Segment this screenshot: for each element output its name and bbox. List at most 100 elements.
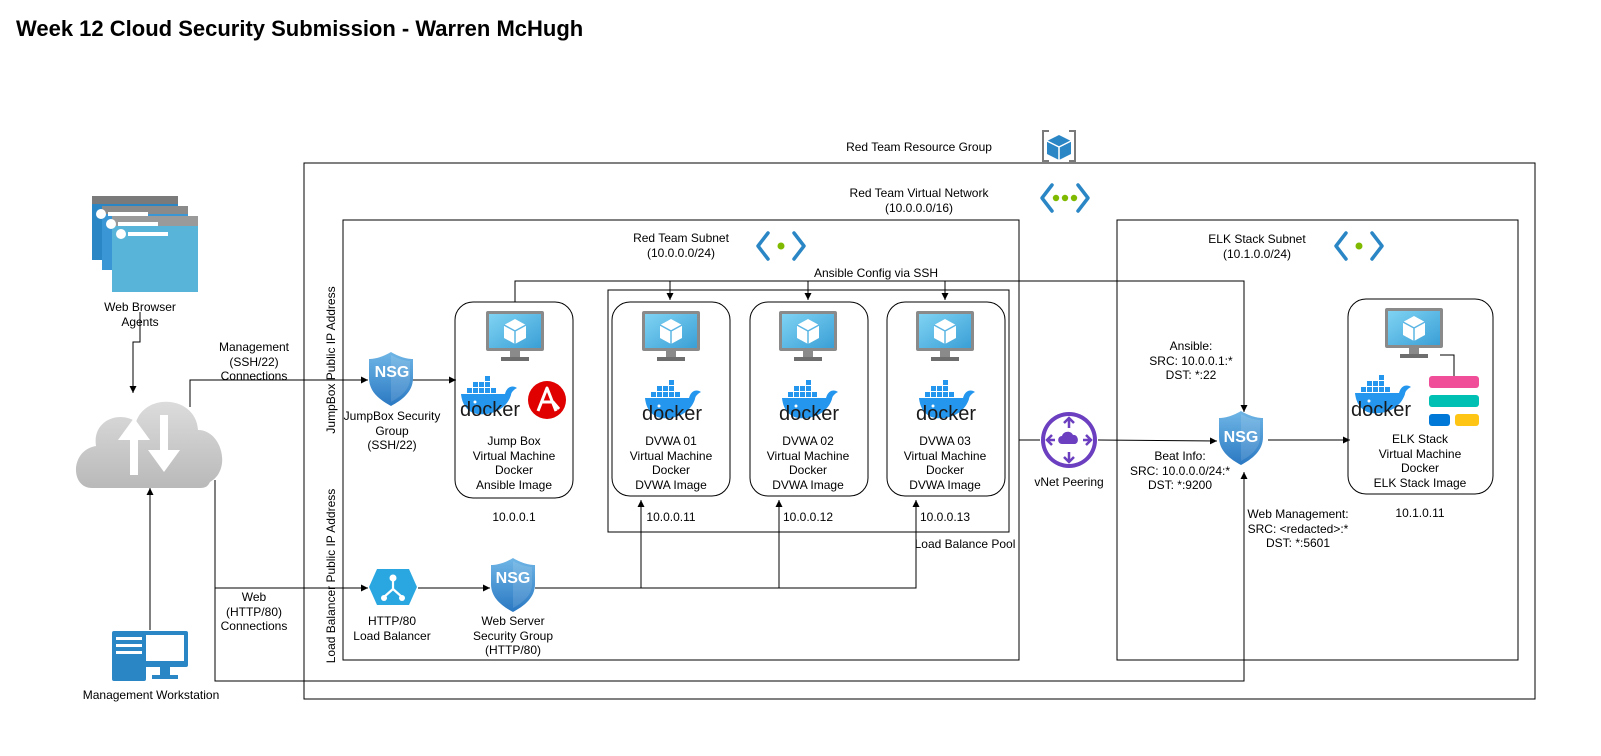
- virtual-network-boundary: [303, 162, 1536, 700]
- load-balance-pool-label: Load Balance Pool: [914, 537, 1016, 551]
- browser-agents-line2: Agents: [121, 314, 159, 329]
- load-balancer-icon[interactable]: [369, 569, 417, 605]
- internet-cloud-icon: [75, 401, 223, 488]
- dvwa3-line4: DVWA Image: [909, 477, 981, 492]
- beat-rule-line2: SRC: 10.0.0.0/24:*: [1129, 463, 1231, 478]
- web-nsg-badge: NSG: [495, 570, 531, 587]
- webmgmt-rule-line2: SRC: <redacted>:*: [1247, 521, 1349, 536]
- dvwa1-line4: DVWA Image: [635, 477, 707, 492]
- resource-group-label: Red Team Resource Group: [846, 140, 992, 154]
- management-connection-label: Management (SSH/22) Connections: [219, 340, 289, 384]
- workstation-label: Management Workstation: [82, 688, 220, 702]
- elk-subnet-icon: [1334, 231, 1384, 261]
- red-subnet-cidr: (10.0.0.0/24): [646, 245, 716, 260]
- dvwa2-line3: Docker: [788, 463, 827, 477]
- browser-agents-label: Web Browser Agents: [104, 300, 176, 329]
- browser-agents-line1: Web Browser: [104, 300, 176, 314]
- ansible-rule-label: Ansible: SRC: 10.0.0.1:* DST: *:22: [1149, 339, 1232, 383]
- dvwa1-vm-label: DVWA 01 Virtual Machine Docker DVWA Imag…: [630, 434, 713, 492]
- page-title: Week 12 Cloud Security Submission - Warr…: [16, 16, 584, 41]
- jumpbox-vm-label: Jump Box Virtual Machine Docker Ansible …: [473, 434, 556, 492]
- ansible-config-label: Ansible Config via SSH: [813, 266, 939, 280]
- management-line1: Management: [218, 340, 290, 354]
- webmgmt-rule-line1: Web Management:: [1247, 507, 1349, 521]
- elk-vm-label: ELK Stack Virtual Machine Docker ELK Sta…: [1374, 432, 1467, 490]
- elk-subnet-cidr: (10.1.0.0/24): [1222, 246, 1292, 261]
- web-conn-line3: Connections: [220, 619, 288, 633]
- load-balancer-label: HTTP/80 Load Balancer: [353, 614, 430, 643]
- jumpbox-nsg-label: JumpBox Security Group (SSH/22): [344, 409, 441, 453]
- web-connection-label: Web (HTTP/80) Connections: [221, 590, 288, 634]
- workstation-icon: [112, 631, 188, 681]
- load-balancer-line1: HTTP/80: [367, 614, 417, 628]
- red-subnet-name: Red Team Subnet: [633, 231, 729, 245]
- dvwa1-line2: Virtual Machine: [629, 448, 713, 463]
- dvwa3-line2: Virtual Machine: [903, 448, 987, 463]
- beat-rule-line3: DST: *:9200: [1147, 478, 1213, 492]
- virtual-network-name: Red Team Virtual Network: [849, 186, 989, 200]
- dvwa3-line1: DVWA 03: [919, 434, 971, 448]
- red-subnet-label: Red Team Subnet (10.0.0.0/24): [633, 231, 729, 260]
- jumpbox-nsg-line2: Group: [375, 423, 409, 438]
- elk-subnet-name: ELK Stack Subnet: [1208, 232, 1306, 246]
- dvwa1-line1: DVWA 01: [645, 434, 697, 448]
- elk-line4: ELK Stack Image: [1373, 475, 1467, 490]
- elk-vm-box[interactable]: [1347, 298, 1494, 495]
- dvwa2-line4: DVWA Image: [772, 477, 844, 492]
- red-subnet-icon: [756, 231, 806, 261]
- elk-ip: 10.1.0.11: [1395, 506, 1445, 520]
- jumpbox-nsg-line1: JumpBox Security: [343, 409, 441, 423]
- dvwa3-line3: Docker: [925, 463, 964, 477]
- dvwa1-ip: 10.0.0.11: [646, 510, 696, 524]
- elk-nsg-badge: NSG: [1223, 429, 1259, 446]
- dvwa2-ip: 10.0.0.12: [782, 510, 834, 524]
- web-nsg-label: Web Server Security Group (HTTP/80): [473, 614, 553, 658]
- virtual-network-label: Red Team Virtual Network (10.0.0.0/16): [850, 186, 989, 215]
- web-nsg-line3: (HTTP/80): [484, 643, 542, 657]
- vnet-peering-label: vNet Peering: [1034, 475, 1104, 489]
- dvwa3-docker-wordmark: docker: [915, 403, 977, 425]
- ansible-rule-line3: DST: *:22: [1165, 368, 1217, 382]
- ansible-rule-line2: SRC: 10.0.0.1:*: [1149, 353, 1233, 368]
- web-nsg-line1: Web Server: [481, 614, 545, 628]
- jumpbox-line2: Virtual Machine: [472, 448, 556, 463]
- jumpbox-line4: Ansible Image: [475, 477, 553, 492]
- ansible-rule-line1: Ansible:: [1169, 339, 1213, 353]
- web-management-rule-label: Web Management: SRC: <redacted>:* DST: *…: [1247, 507, 1348, 551]
- beat-rule-line1: Beat Info:: [1154, 449, 1206, 463]
- elk-line1: ELK Stack: [1391, 432, 1449, 446]
- load-balancer-line2: Load Balancer: [353, 628, 431, 643]
- beat-rule-label: Beat Info: SRC: 10.0.0.0/24:* DST: *:920…: [1130, 449, 1230, 493]
- web-conn-line2: (HTTP/80): [225, 604, 282, 619]
- jumpbox-ip: 10.0.0.1: [492, 510, 536, 524]
- jumpbox-line1: Jump Box: [487, 434, 541, 448]
- dvwa1-line3: Docker: [651, 463, 690, 477]
- webmgmt-rule-line3: DST: *:5601: [1265, 536, 1331, 550]
- dvwa1-docker-wordmark: docker: [641, 403, 703, 425]
- elk-docker-wordmark: docker: [1350, 399, 1412, 421]
- lb-public-ip-label: Load Balancer Public IP Address: [324, 488, 338, 664]
- dvwa2-docker-wordmark: docker: [778, 403, 840, 425]
- dvwa2-vm-label: DVWA 02 Virtual Machine Docker DVWA Imag…: [767, 434, 850, 492]
- jumpbox-line3: Docker: [494, 463, 533, 477]
- web-conn-line1: Web: [241, 590, 267, 604]
- elk-monitor-connector: [1440, 354, 1455, 378]
- vnet-peering-icon[interactable]: [1041, 412, 1097, 468]
- management-line3: Connections: [220, 369, 288, 383]
- jumpbox-vm-box[interactable]: [454, 301, 574, 499]
- virtual-network-cidr: (10.0.0.0/16): [884, 200, 954, 215]
- dvwa3-vm-label: DVWA 03 Virtual Machine Docker DVWA Imag…: [904, 434, 987, 492]
- jumpbox-public-ip-label: JumpBox Public IP Address: [324, 286, 338, 434]
- browser-windows-icon: [92, 196, 198, 292]
- dvwa2-line1: DVWA 02: [782, 434, 834, 448]
- dvwa2-line2: Virtual Machine: [766, 448, 850, 463]
- jumpbox-nsg-line3: (SSH/22): [367, 438, 417, 452]
- jumpbox-docker-wordmark: docker: [459, 399, 521, 421]
- elastic-logo-icon: [1429, 376, 1479, 426]
- jumpbox-nsg-badge: NSG: [374, 364, 410, 381]
- dvwa3-ip: 10.0.0.13: [919, 510, 971, 524]
- ansible-logo-icon: [528, 381, 566, 419]
- management-line2: (SSH/22): [229, 354, 279, 369]
- web-nsg-line2: Security Group: [472, 628, 554, 643]
